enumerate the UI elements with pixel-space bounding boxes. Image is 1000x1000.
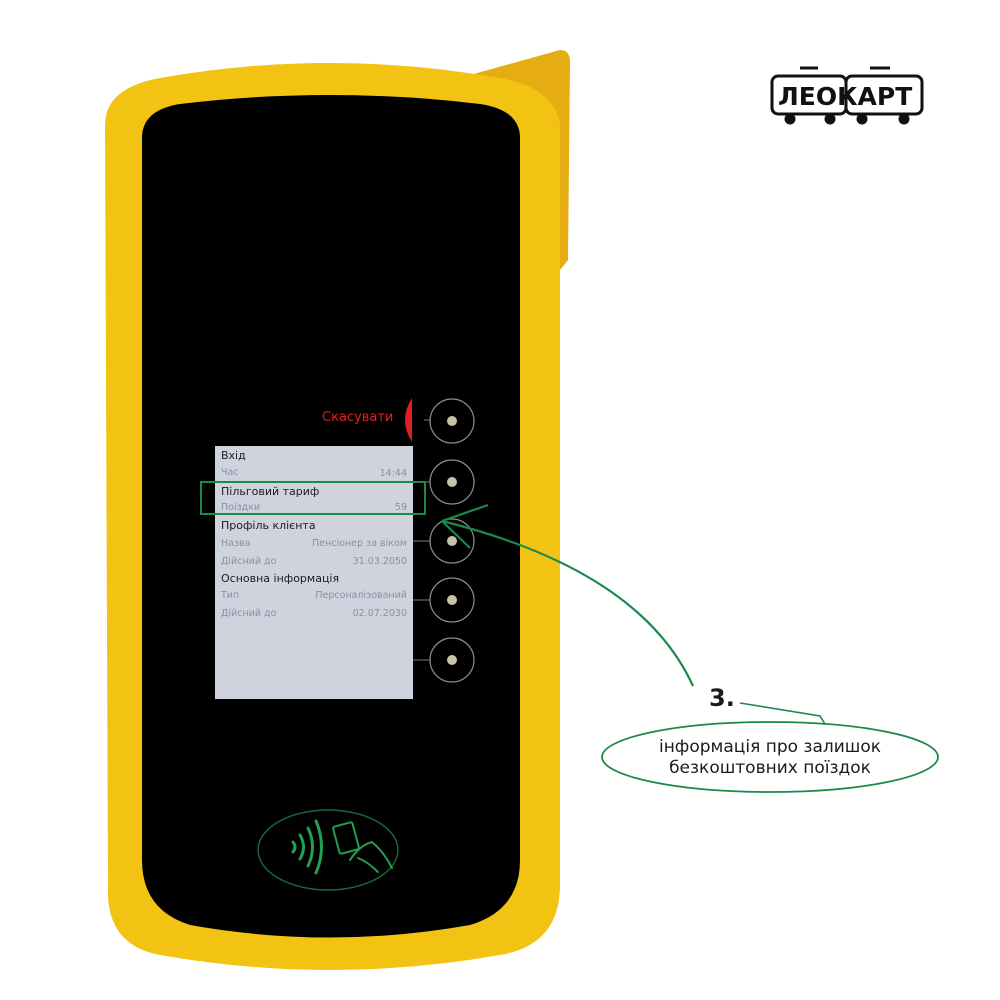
- side-button-3[interactable]: [413, 518, 475, 564]
- side-button-5[interactable]: [413, 637, 475, 683]
- section-basic-title: Основна інформація: [221, 572, 340, 585]
- logo-text-right: КАРТ: [837, 82, 913, 111]
- nfc-reader[interactable]: [257, 809, 399, 891]
- time-label: Час: [221, 467, 239, 478]
- step-number: 3.: [709, 684, 735, 712]
- name-label: Назва: [221, 538, 251, 549]
- side-button-4[interactable]: [413, 577, 475, 623]
- side-buttons: [413, 398, 475, 683]
- annotation-arrow: [441, 503, 695, 687]
- tariff-highlight-box: [200, 481, 426, 515]
- nfc-reader-outline: [257, 809, 399, 891]
- callout-line-1: інформація про залишок: [658, 737, 882, 757]
- basic-valid-label: Дійсний до: [221, 608, 277, 619]
- callout-ellipse: [601, 721, 939, 793]
- cancel-indicator: [405, 398, 412, 442]
- terminal-display: Вхід Час 14:44 Пільговий тариф Поїздки 5…: [215, 446, 413, 699]
- section-profile-title: Профіль клієнта: [221, 519, 316, 532]
- type-value: Персоналізований: [315, 590, 407, 601]
- type-label: Тип: [221, 590, 240, 601]
- side-button-1[interactable]: [424, 398, 475, 444]
- profile-valid-label: Дійсний до: [221, 556, 277, 567]
- section-entry-title: Вхід: [221, 449, 246, 462]
- logo-wordmark: ЛЕОКАРТ: [778, 82, 912, 111]
- cancel-label[interactable]: Скасувати: [322, 410, 394, 425]
- callout-text: інформація про залишок безкоштовних поїз…: [600, 737, 940, 779]
- profile-valid-value: 31.03.2050: [352, 556, 407, 567]
- trips-label: Поїздки: [221, 502, 261, 513]
- section-tariff-title: Пільговий тариф: [221, 485, 320, 498]
- name-value: Пенсіонер за віком: [312, 538, 407, 549]
- callout-line-2: безкоштовних поїздок: [669, 758, 871, 778]
- annotation-connector: [739, 702, 826, 725]
- basic-valid-value: 02.07.2030: [352, 608, 407, 619]
- contactless-card-icon: [291, 819, 393, 875]
- leokart-logo: [770, 66, 924, 125]
- logo-text-left: ЛЕО: [778, 82, 838, 111]
- trips-value: 59: [394, 502, 407, 513]
- time-value: 14:44: [379, 468, 407, 479]
